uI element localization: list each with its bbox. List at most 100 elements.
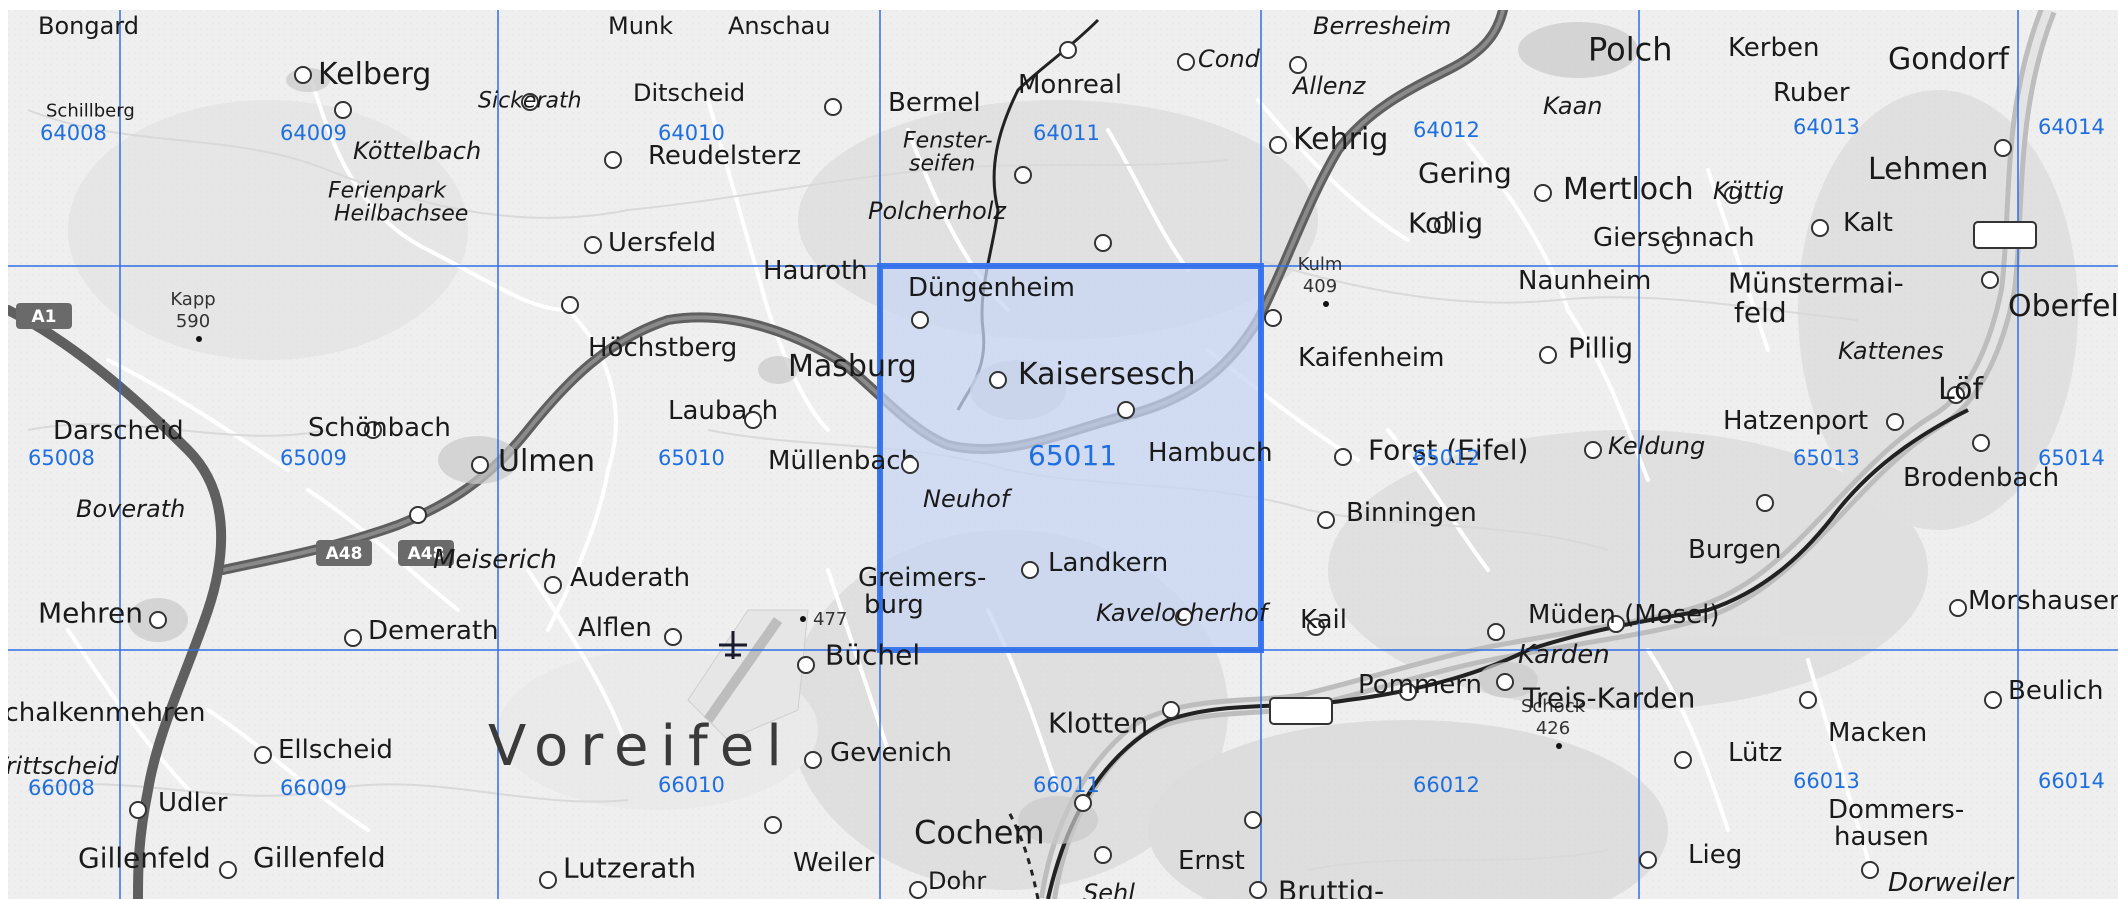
grid-label-66009[interactable]: 66009	[280, 776, 347, 800]
grid-label-65013[interactable]: 65013	[1793, 446, 1860, 470]
place-gillenfeld[interactable]: Gillenfeld	[78, 841, 237, 879]
place-k-ttig[interactable]: Küttig	[1713, 177, 1784, 205]
place-lutzerath[interactable]: Lutzerath	[539, 851, 696, 889]
place-pillig[interactable]: Pillig	[1539, 331, 1633, 364]
place-brodenbach[interactable]: Brodenbach	[1903, 434, 2059, 493]
place-gierschnach[interactable]: Gierschnach	[1593, 223, 1755, 254]
place-kaan[interactable]: Kaan	[1543, 92, 1603, 120]
grid-label-64014[interactable]: 64014	[2038, 115, 2105, 139]
place-greimers-burg[interactable]: Greimers-burg	[858, 563, 986, 620]
place-sehl[interactable]: Sehl	[1083, 846, 1135, 899]
place-kattenes[interactable]: Kattenes	[1838, 337, 1944, 365]
grid-label-66008[interactable]: 66008	[28, 776, 95, 800]
place-kaifenheim[interactable]: Kaifenheim	[1264, 309, 1444, 373]
grid-label-64009[interactable]: 64009	[280, 121, 347, 145]
place-reudelsterz[interactable]: Reudelsterz	[604, 141, 801, 171]
place-darscheid[interactable]: Darscheid	[53, 416, 184, 446]
place-ellscheid[interactable]: Ellscheid	[254, 735, 393, 765]
place-pommern[interactable]: Pommern	[1358, 670, 1482, 701]
place-cond[interactable]: Cond	[1177, 45, 1261, 73]
place-m-nstermai-feld[interactable]: Münstermai-feld	[1728, 266, 1904, 328]
grid-label-65012[interactable]: 65012	[1413, 446, 1480, 470]
place-kalt[interactable]: Kalt	[1811, 208, 1893, 238]
place-kail[interactable]: Kail	[1300, 605, 1347, 636]
place-berresheim[interactable]: Berresheim	[1313, 12, 1451, 40]
place-gillenfeld-2[interactable]: Gillenfeld	[253, 841, 386, 874]
grid-label-66013[interactable]: 66013	[1793, 769, 1860, 793]
place-oberfell[interactable]: Oberfell	[1981, 271, 2118, 324]
place-fenster-seifen[interactable]: Fenster-seifen	[903, 129, 993, 177]
place-ernst[interactable]: Ernst	[1178, 811, 1262, 876]
place-keldung[interactable]: Keldung	[1584, 432, 1705, 460]
place-hambuch[interactable]: Hambuch	[1117, 401, 1273, 468]
place-polch[interactable]: Polch	[1588, 31, 1673, 69]
place-meiserich[interactable]: Meiserich	[409, 506, 557, 575]
grid-label-65010[interactable]: 65010	[658, 446, 725, 470]
place-neuhof[interactable]: Neuhof	[901, 456, 1013, 513]
place-allenz[interactable]: Allenz	[1289, 56, 1367, 100]
place-lehmen[interactable]: Lehmen	[1868, 139, 2012, 187]
place-gering[interactable]: Gering	[1418, 156, 1512, 189]
place-gondorf[interactable]: Gondorf	[1888, 42, 2010, 77]
place-mertloch[interactable]: Mertloch	[1534, 172, 1694, 207]
place-b-chel[interactable]: Büchel	[797, 638, 920, 674]
place-morshausen[interactable]: Morshausen	[1949, 586, 2118, 617]
place-demerath[interactable]: Demerath	[344, 616, 499, 647]
place-k-ttelbach[interactable]: Köttelbach	[334, 101, 481, 165]
place-uersfeld[interactable]: Uersfeld	[584, 228, 716, 258]
grid-label-65008[interactable]: 65008	[28, 446, 95, 470]
place-landkern[interactable]: Landkern	[1021, 548, 1168, 579]
place-dohr[interactable]: Dohr	[909, 867, 986, 899]
place-bermel[interactable]: Bermel	[824, 88, 981, 118]
place-m-llenbach[interactable]: Müllenbach	[744, 411, 917, 476]
place-gevenich[interactable]: Gevenich	[804, 738, 952, 769]
place-kehrig[interactable]: Kehrig	[1269, 122, 1388, 157]
place-schalkenmehren[interactable]: Schalkenmehren	[8, 698, 205, 728]
place-ulmen[interactable]: Ulmen	[471, 444, 595, 479]
grid-label-64010[interactable]: 64010	[658, 121, 725, 145]
place-d-ngenheim[interactable]: Düngenheim	[908, 234, 1112, 303]
place-kaisersesch[interactable]: Kaisersesch	[989, 357, 1196, 392]
place-weiler[interactable]: Weiler	[764, 816, 875, 878]
grid-label-65009[interactable]: 65009	[280, 446, 347, 470]
place-beulich[interactable]: Beulich	[1984, 676, 2104, 709]
grid-label-66014[interactable]: 66014	[2038, 769, 2105, 793]
place-hauroth[interactable]: Hauroth	[763, 256, 868, 286]
place-naunheim[interactable]: Naunheim	[1518, 266, 1651, 296]
place-sickerath[interactable]: Sickerath	[478, 89, 582, 114]
grid-label-64012[interactable]: 64012	[1413, 118, 1480, 142]
place-monreal[interactable]: Monreal	[1018, 41, 1122, 100]
place-schillberg[interactable]: Schillberg	[46, 100, 135, 121]
place-udler[interactable]: Udler	[129, 788, 228, 819]
grid-label-64008[interactable]: 64008	[40, 121, 107, 145]
place-anschau[interactable]: Anschau	[728, 12, 830, 40]
place-hatzenport[interactable]: Hatzenport	[1723, 406, 1904, 436]
place-lieg[interactable]: Lieg	[1639, 840, 1742, 870]
grid-label-64013[interactable]: 64013	[1793, 115, 1860, 139]
place-burgen[interactable]: Burgen	[1688, 494, 1782, 565]
place-l-tz[interactable]: Lütz	[1674, 738, 1782, 769]
place-masburg[interactable]: Masburg	[788, 311, 929, 384]
place-trittscheid[interactable]: Trittscheid	[8, 752, 119, 780]
place-sch-nbach[interactable]: Schönbach	[308, 413, 451, 443]
place-kelberg[interactable]: Kelberg	[294, 57, 431, 92]
place-macken[interactable]: Macken	[1799, 691, 1927, 748]
place-m-den-mosel-[interactable]: Müden (Mosel)	[1528, 600, 1720, 633]
place-l-f[interactable]: Löf	[1938, 372, 1985, 407]
place-auderath[interactable]: Auderath	[544, 563, 690, 594]
place-cochem[interactable]: Cochem	[914, 794, 1092, 852]
grid-label-65014[interactable]: 65014	[2038, 446, 2105, 470]
place-ditscheid[interactable]: Ditscheid	[633, 79, 745, 107]
grid-label-64011[interactable]: 64011	[1033, 121, 1100, 145]
place-karden[interactable]: Karden	[1487, 623, 1610, 670]
grid-label-66011[interactable]: 66011	[1033, 773, 1100, 797]
place-ruber[interactable]: Ruber	[1773, 78, 1850, 108]
place-munk[interactable]: Munk	[608, 12, 673, 40]
grid-label-66012[interactable]: 66012	[1413, 773, 1480, 797]
place-dommers-hausen[interactable]: Dommers-hausen	[1828, 795, 1964, 852]
grid-label-66010[interactable]: 66010	[658, 773, 725, 797]
place-boverath[interactable]: Boverath	[76, 495, 185, 523]
place-kerben[interactable]: Kerben	[1728, 33, 1819, 63]
